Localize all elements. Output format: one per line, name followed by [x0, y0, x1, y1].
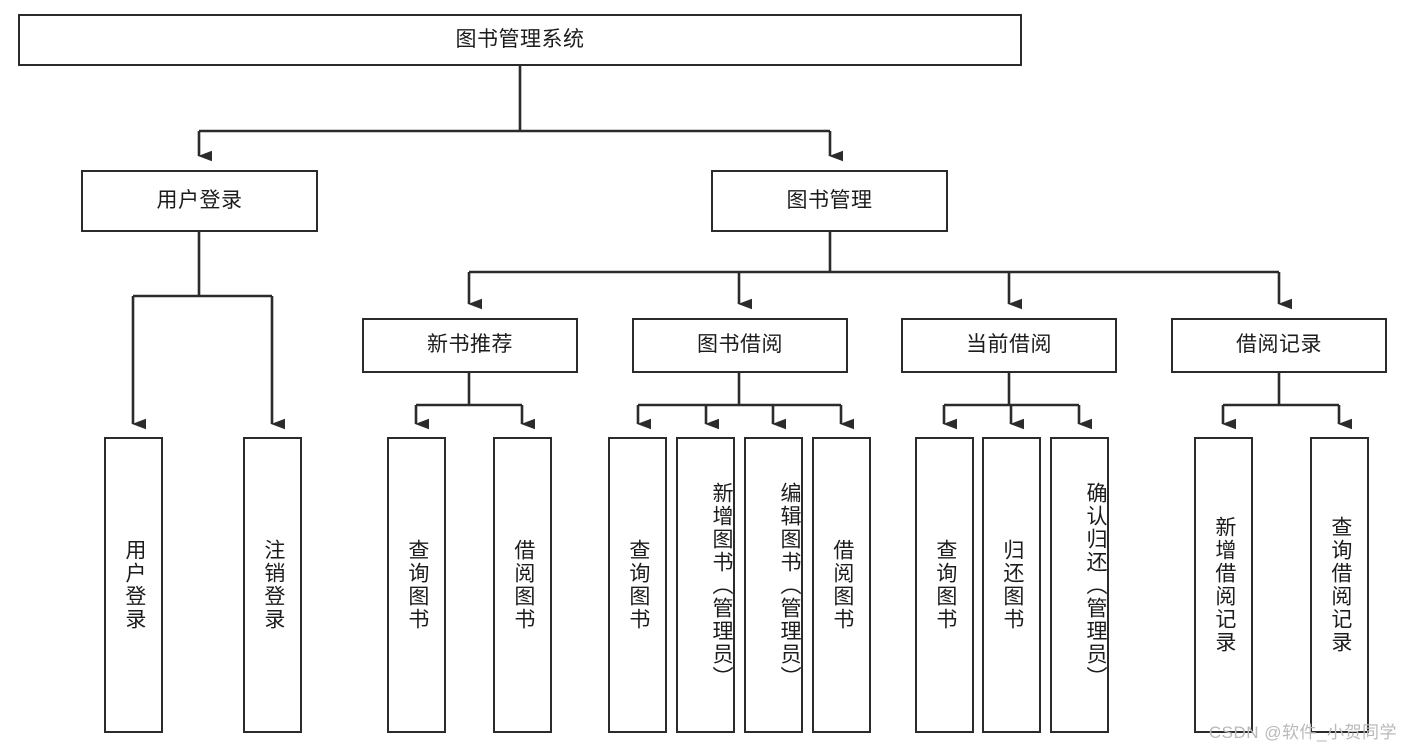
leaf-current-query-book-label: 查询图书 [933, 539, 957, 631]
leaf-logout-label: 注销登录 [261, 539, 285, 631]
leaf-newbook-query-book[interactable]: 查询图书 [387, 437, 446, 733]
node-new-book-recommend-label: 新书推荐 [427, 333, 513, 357]
leaf-record-add-label: 新增借阅记录 [1212, 516, 1236, 654]
node-book-borrow-label: 图书借阅 [697, 333, 783, 357]
node-current-borrow-label: 当前借阅 [966, 333, 1052, 357]
leaf-borrow-add-book-label: 新增图书（管理员） [710, 481, 733, 689]
node-book-borrow[interactable]: 图书借阅 [632, 318, 848, 373]
leaf-borrow-query-book-label: 查询图书 [626, 539, 650, 631]
leaf-newbook-borrow-book[interactable]: 借阅图书 [493, 437, 552, 733]
leaf-logout[interactable]: 注销登录 [243, 437, 302, 733]
leaf-current-return-book-label: 归还图书 [1000, 539, 1024, 631]
leaf-record-query-label: 查询借阅记录 [1328, 516, 1352, 654]
leaf-borrow-borrow-book-label: 借阅图书 [830, 539, 854, 631]
leaf-borrow-query-book[interactable]: 查询图书 [608, 437, 667, 733]
leaf-current-confirm-return[interactable]: 确认归还（管理员） [1050, 437, 1109, 733]
leaf-user-login-label: 用户登录 [122, 539, 146, 631]
node-new-book-recommend[interactable]: 新书推荐 [362, 318, 578, 373]
leaf-newbook-borrow-book-label: 借阅图书 [511, 539, 535, 631]
leaf-current-query-book[interactable]: 查询图书 [915, 437, 974, 733]
leaf-borrow-add-book[interactable]: 新增图书（管理员） [676, 437, 735, 733]
leaf-newbook-query-book-label: 查询图书 [405, 539, 429, 631]
leaf-current-confirm-return-label: 确认归还（管理员） [1084, 481, 1107, 689]
node-book-manage-label: 图书管理 [786, 188, 873, 212]
node-user-login-label: 用户登录 [156, 188, 243, 212]
leaf-borrow-edit-book[interactable]: 编辑图书（管理员） [744, 437, 803, 733]
node-root[interactable]: 图书管理系统 [18, 14, 1022, 66]
node-book-manage[interactable]: 图书管理 [711, 170, 948, 232]
leaf-borrow-edit-book-label: 编辑图书（管理员） [778, 481, 801, 689]
node-borrow-record[interactable]: 借阅记录 [1171, 318, 1387, 373]
leaf-current-return-book[interactable]: 归还图书 [982, 437, 1041, 733]
leaf-user-login[interactable]: 用户登录 [104, 437, 163, 733]
leaf-record-query[interactable]: 查询借阅记录 [1310, 437, 1369, 733]
node-current-borrow[interactable]: 当前借阅 [901, 318, 1117, 373]
leaf-borrow-borrow-book[interactable]: 借阅图书 [812, 437, 871, 733]
leaf-record-add[interactable]: 新增借阅记录 [1194, 437, 1253, 733]
node-user-login[interactable]: 用户登录 [81, 170, 318, 232]
node-borrow-record-label: 借阅记录 [1236, 333, 1322, 357]
node-root-label: 图书管理系统 [455, 27, 585, 51]
